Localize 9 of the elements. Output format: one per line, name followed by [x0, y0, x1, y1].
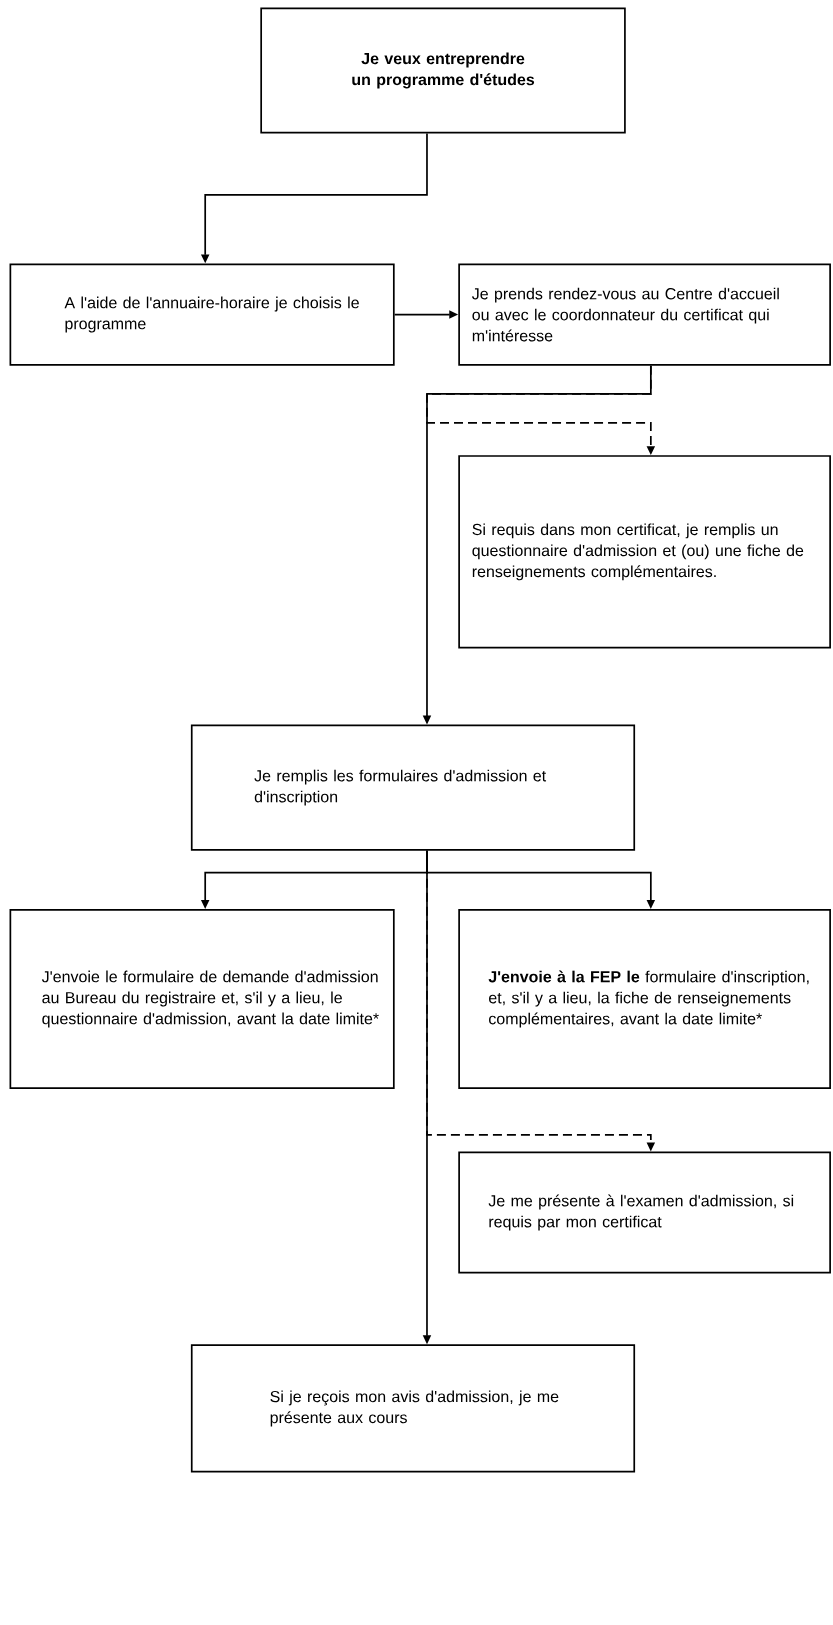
process-box: Je veux entreprendre un programme d'études: [260, 7, 626, 134]
process-box: J'envoie le formulaire de demande d'admission au Bureau du registraire et, s'il y a lieu, le questionnaire d'admission, avant la date limite*: [9, 909, 395, 1090]
process-box: Je me présente à l'examen d'admission, si requis par mon certificat: [458, 1151, 831, 1274]
process-box: A l'aide de l'annuaire-horaire je choisis le programme: [9, 263, 395, 366]
process-box: J'envoie à la FEP le formulaire d'inscription, et, s'il y a lieu, la fiche de renseignements complémentaires, avant la date limite*: [458, 909, 831, 1090]
process-box: Je prends rendez-vous au Centre d'accueil ou avec le coordonnateur du certificat qui m'intéresse: [458, 263, 831, 366]
process-box: Si je reçois mon avis d'admission, je me présente aux cours: [190, 1344, 635, 1473]
process-box: Je remplis les formulaires d'admission et d'inscription: [190, 724, 635, 851]
process-box: Si requis dans mon certificat, je remplis un questionnaire d'admission et (ou) une fiche de renseignements complémentaires.: [458, 455, 831, 649]
